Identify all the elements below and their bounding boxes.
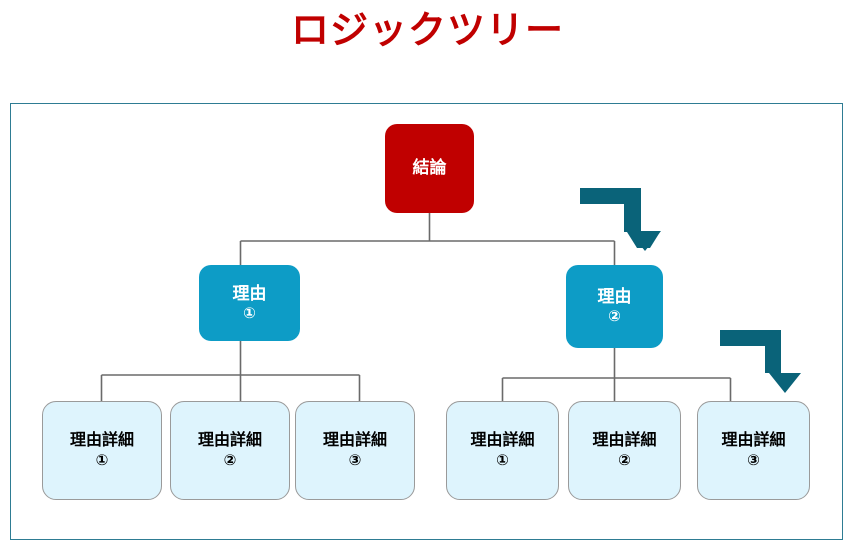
node-detail-1-2-label: 理由詳細: [197, 431, 262, 449]
node-detail-1-1[interactable]: 理由詳細 ①: [42, 401, 162, 500]
page-title: ロジックツリー: [290, 10, 564, 52]
node-detail-2-1-label: 理由詳細: [470, 431, 535, 449]
node-reason-1-label: 理由: [232, 283, 267, 303]
node-conclusion[interactable]: 結論: [385, 124, 474, 213]
node-detail-1-1-label: 理由詳細: [69, 431, 134, 449]
node-detail-1-2[interactable]: 理由詳細 ②: [170, 401, 290, 500]
node-detail-2-3[interactable]: 理由詳細 ③: [697, 401, 810, 500]
node-detail-2-3-label: 理由詳細: [721, 431, 786, 449]
node-conclusion-label: 結論: [412, 158, 447, 178]
node-reason-1[interactable]: 理由 ①: [199, 265, 300, 341]
node-detail-2-2[interactable]: 理由詳細 ②: [568, 401, 681, 500]
node-reason-2-number: ②: [608, 308, 621, 326]
node-reason-1-number: ①: [243, 304, 256, 322]
node-reason-2[interactable]: 理由 ②: [566, 265, 663, 348]
node-detail-2-1[interactable]: 理由詳細 ①: [446, 401, 559, 500]
node-detail-2-3-number: ③: [747, 451, 760, 469]
node-detail-1-2-number: ②: [223, 451, 237, 469]
node-detail-1-3-label: 理由詳細: [322, 431, 387, 449]
node-detail-1-3[interactable]: 理由詳細 ③: [295, 401, 415, 500]
node-detail-2-2-number: ②: [618, 451, 631, 469]
node-detail-2-2-label: 理由詳細: [592, 431, 657, 449]
node-reason-2-label: 理由: [597, 287, 632, 307]
node-detail-2-1-number: ①: [496, 451, 509, 469]
node-detail-1-1-number: ①: [95, 451, 109, 469]
node-detail-1-3-number: ③: [348, 451, 362, 469]
